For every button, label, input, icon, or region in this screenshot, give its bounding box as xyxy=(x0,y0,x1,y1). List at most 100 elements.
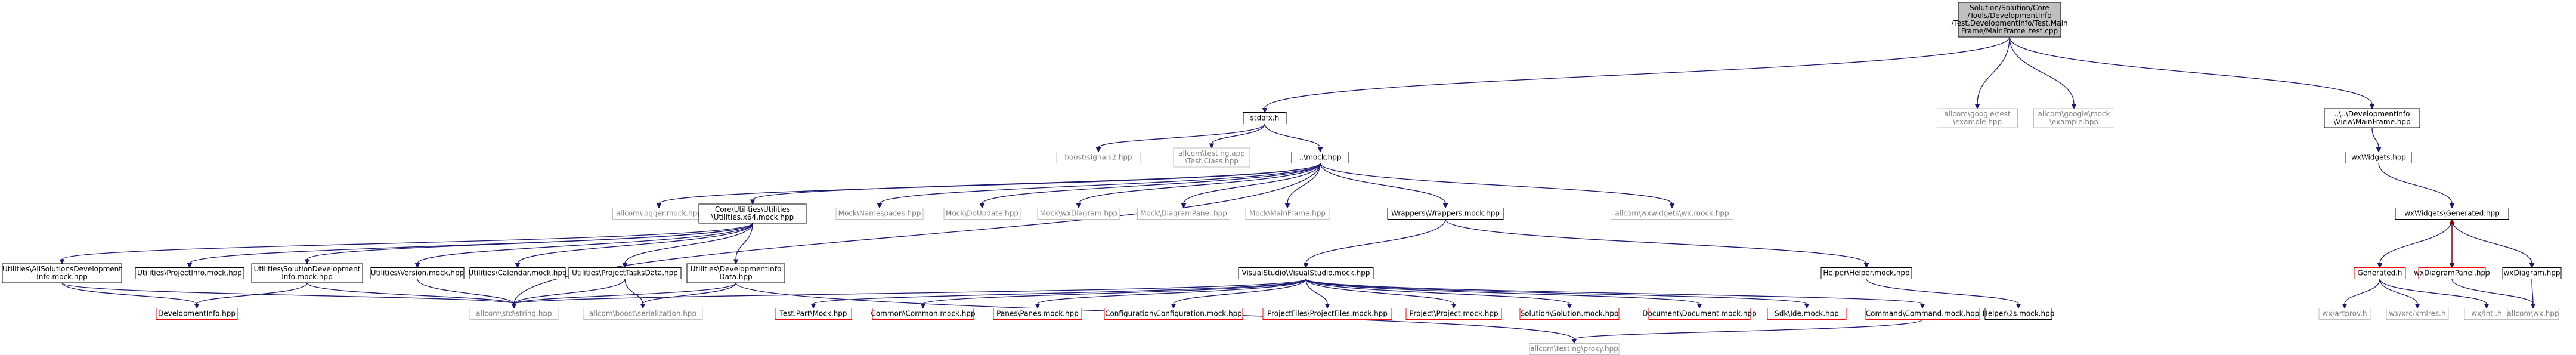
node-label: Mock\Namespaces.hpp xyxy=(838,209,921,218)
edge-mock_hpp-to-logger_mock xyxy=(656,162,1321,209)
node-developmentinfo-hpp[interactable]: DevelopmentInfo.hpp xyxy=(156,308,238,320)
node-core-utilities[interactable]: Core\Utilities\Utilities\Utilities.x64.m… xyxy=(698,203,807,224)
node-label: Info.mock.hpp xyxy=(36,273,88,281)
node-label: Utilities\ProjectTasksData.hpp xyxy=(572,269,678,277)
node-mock-diagrampanel: Mock\DiagramPanel.hpp xyxy=(1137,208,1230,220)
node-box xyxy=(1387,208,1504,220)
node-wrappers-mock[interactable]: Wrappers\Wrappers.mock.hpp xyxy=(1387,208,1504,220)
node-google-mock: allcom\google\mock\example.hpp xyxy=(2033,108,2114,128)
node-configuration-mock[interactable]: Configuration\Configuration.mock.hpp xyxy=(1104,308,1243,320)
edge-core_utilities-to-version_mock xyxy=(414,223,753,268)
node-version-mock[interactable]: Utilities\Version.mock.hpp xyxy=(370,267,465,279)
edge-mock_hpp-to-wxwidgets_wx_mock xyxy=(1320,163,1675,209)
node-boost-serialization: allcom\boost\serialization.hpp xyxy=(583,308,703,320)
node-label: Utilities\Calendar.mock.hpp xyxy=(468,269,566,277)
edge-root-to-stdafx xyxy=(1262,36,2010,113)
node-label: Project\Project.mock.hpp xyxy=(1409,310,1498,318)
node-calendar-mock[interactable]: Utilities\Calendar.mock.hpp xyxy=(468,267,567,279)
node-box xyxy=(1137,208,1230,220)
node-document-mock[interactable]: Document\Document.mock.hpp xyxy=(1642,308,1757,320)
node-sdk-ide-mock[interactable]: Sdk\Ide.mock.hpp xyxy=(1767,308,1847,320)
node-logger-mock: allcom\logger.mock.hpp xyxy=(612,208,705,220)
node-stdafx[interactable]: stdafx.h xyxy=(1243,112,1287,124)
node-label: Data.hpp xyxy=(719,273,752,281)
edge-solutiondev-to-developmentinfo_hpp xyxy=(194,282,308,309)
edge-visualstudio_mock-to-configuration_mock xyxy=(1171,279,1306,309)
node-label: \View\MainFrame.hpp xyxy=(2333,118,2410,126)
node-visualstudio-mock[interactable]: VisualStudio\VisualStudio.mock.hpp xyxy=(1238,267,1374,279)
node-wxwidgets-generated[interactable]: wxWidgets\Generated.hpp xyxy=(2395,208,2509,220)
node-label: Command\Command.mock.hpp xyxy=(1866,310,1979,318)
edge-visualstudio_mock-to-std_string xyxy=(511,278,1306,309)
node-box xyxy=(775,308,852,320)
edge-mock_hpp-to-mock_namespaces xyxy=(877,163,1321,209)
node-box xyxy=(698,203,807,224)
node-panes-mock[interactable]: Panes\Panes.mock.hpp xyxy=(993,308,1082,320)
node-label: Frame/MainFrame_test.cpp xyxy=(1961,27,2058,35)
edge-core_utilities-to-allsolutions xyxy=(59,223,753,265)
node-wxwidgets-wx-mock: allcom\wxwidgets\wx.mock.hpp xyxy=(1611,208,1733,220)
node-solutiondev[interactable]: Utilities\SolutionDevelopmentInfo.mock.h… xyxy=(251,263,363,283)
node-mock-hpp[interactable]: ..\mock.hpp xyxy=(1291,152,1349,163)
node-boost-signals: boost\signals2.hpp xyxy=(1056,152,1141,163)
node-box xyxy=(469,308,559,320)
node-box xyxy=(1291,152,1349,163)
node-test-part-mock[interactable]: Test.Part\Mock.hpp xyxy=(775,308,852,320)
node-label: boost\signals2.hpp xyxy=(1064,153,1132,162)
node-label: \Utilities.x64.mock.hpp xyxy=(711,213,794,221)
node-label: /Test.DevelopmentInfo/Test.Main xyxy=(1951,19,2067,27)
edge-allsolutions-to-developmentinfo_hpp xyxy=(61,282,200,309)
node-label: Configuration\Configuration.mock.hpp xyxy=(1105,310,1242,318)
node-helper-mock[interactable]: Helper\Helper.mock.hpp xyxy=(1820,267,1912,279)
node-label: wxWidgets\Generated.hpp xyxy=(2404,209,2500,218)
edge-visualstudio_mock-to-test_part_mock xyxy=(810,278,1306,309)
node-label: wx/artprov.h xyxy=(2322,310,2367,318)
node-google-test: allcom\google\test\example.hpp xyxy=(1937,108,2018,128)
node-box xyxy=(1519,308,1620,320)
node-root[interactable]: Solution/Solution/Core/Tools/Development… xyxy=(1951,2,2068,38)
node-wxdiagram[interactable]: wxDiagram.hpp xyxy=(2502,267,2562,279)
node-box xyxy=(2507,308,2559,320)
node-box xyxy=(2318,308,2371,320)
node-label: Wrappers\Wrappers.mock.hpp xyxy=(1391,209,1500,218)
node-label: Sdk\Ide.mock.hpp xyxy=(1775,310,1839,318)
node-label: Mock\DiagramPanel.hpp xyxy=(1140,209,1227,218)
node-label: wx/intl.h xyxy=(2471,310,2501,318)
node-projectfiles-mock[interactable]: ProjectFiles\ProjectFiles.mock.hpp xyxy=(1262,308,1392,320)
node-label: Utilities\Version.mock.hpp xyxy=(371,269,464,277)
edge-root-to-google_test xyxy=(1974,36,2010,110)
node-solution-mock[interactable]: Solution\Solution.mock.hpp xyxy=(1519,308,1620,320)
node-label: wxDiagram.hpp xyxy=(2503,269,2560,277)
edge-visualstudio_mock-to-panes_mock xyxy=(1035,278,1306,309)
edge-wxwidgets_generated-to-wxdiagram xyxy=(2451,219,2535,268)
node-project-mock[interactable]: Project\Project.mock.hpp xyxy=(1405,308,1502,320)
edge-generated_h-to-wx_artprov xyxy=(2342,279,2380,309)
edge-visualstudio_mock-to-sdk_ide_mock xyxy=(1305,278,1810,309)
node-projectinfo-mock[interactable]: Utilities\ProjectInfo.mock.hpp xyxy=(135,267,244,279)
node-box xyxy=(1173,147,1250,168)
node-box xyxy=(1262,308,1392,320)
node-generated-h[interactable]: Generated.h xyxy=(2354,267,2406,279)
node-box xyxy=(872,308,974,320)
node-label: ..\mock.hpp xyxy=(1299,153,1342,162)
node-label: Solution\Solution.mock.hpp xyxy=(1521,310,1619,318)
edge-root-to-google_mock xyxy=(2009,36,2077,110)
edge-devinfo_data-to-boost_serialization xyxy=(640,282,736,309)
node-box xyxy=(583,308,703,320)
edge-core_utilities-to-calendar_mock xyxy=(515,223,753,268)
node-projecttasks[interactable]: Utilities\ProjectTasksData.hpp xyxy=(568,267,682,279)
node-command-mock[interactable]: Command\Command.mock.hpp xyxy=(1865,308,1980,320)
node-box xyxy=(2502,267,2562,279)
node-wxwidgets[interactable]: wxWidgets.hpp xyxy=(2345,152,2412,163)
node-box xyxy=(1984,308,2052,320)
edge-visualstudio_mock-to-projectfiles_mock xyxy=(1305,279,1330,309)
node-wxdiagrampanel[interactable]: wxDiagramPanel.hpp xyxy=(2414,267,2490,279)
node-allsolutions[interactable]: Utilities\AllSolutionsDevelopmentInfo.mo… xyxy=(2,263,122,283)
node-common-mock[interactable]: Common\Common.mock.hpp xyxy=(871,308,976,320)
node-box xyxy=(2,263,122,283)
node-devinfo-mainframe[interactable]: ..\..\DevelopmentInfo\View\MainFrame.hpp xyxy=(2324,108,2420,128)
node-label: VisualStudio\VisualStudio.mock.hpp xyxy=(1242,269,1370,277)
node-helper2s-mock[interactable]: Helper\2s.mock.hpp xyxy=(1983,308,2055,320)
